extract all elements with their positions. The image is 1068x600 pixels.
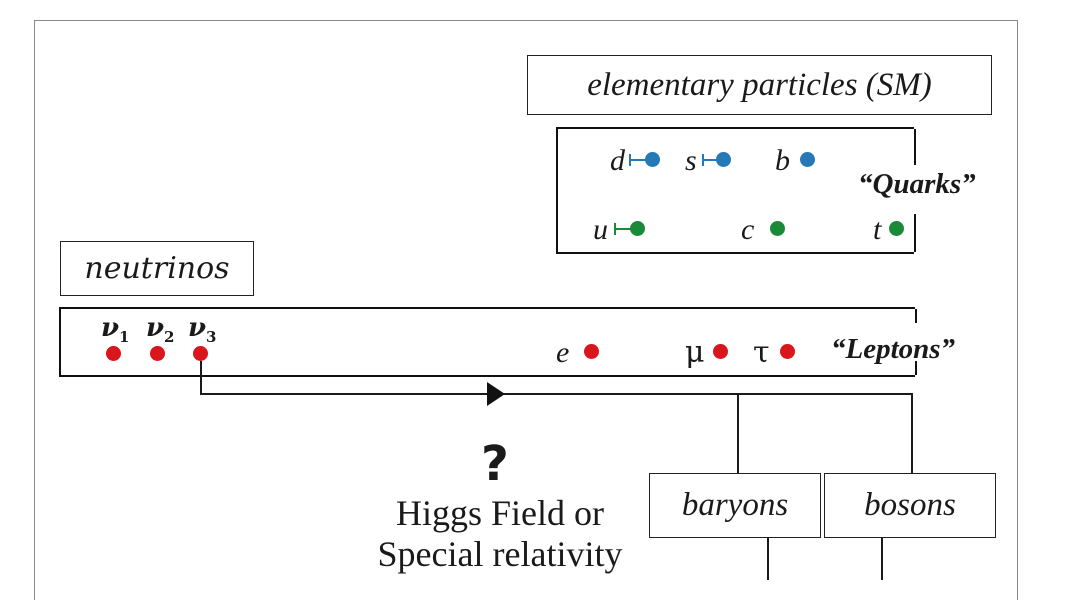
lepton-e-label: e xyxy=(556,336,570,369)
neutrino-2-subscript: 2 xyxy=(164,328,175,347)
connector-horizontal xyxy=(200,393,913,395)
arrow-right-icon xyxy=(487,382,505,406)
quark-d-tie xyxy=(629,154,647,166)
neutrino-2-dot xyxy=(150,346,165,361)
bosons-text: bosons xyxy=(864,487,956,523)
elementary-particles-text: elementary particles (SM) xyxy=(587,66,932,103)
neutrinos-label: neutrinos xyxy=(60,241,254,296)
neutrino-3-symbol: ν xyxy=(188,313,207,343)
neutrino-3-dot xyxy=(193,346,208,361)
neutrino-connector-vertical xyxy=(200,361,202,395)
quark-b-label: b xyxy=(775,144,790,177)
baryons-text: baryons xyxy=(681,487,789,523)
lepton-tau-dot xyxy=(780,344,795,359)
quarks-box xyxy=(556,127,916,254)
leptons-box xyxy=(59,307,917,377)
quark-t-label: t xyxy=(873,213,882,246)
higgs-caption-line2: Special relativity xyxy=(377,534,623,575)
quark-c-dot xyxy=(770,221,785,236)
quark-u-dot xyxy=(630,221,645,236)
neutrino-1-symbol: ν xyxy=(101,313,120,343)
quark-u-tie xyxy=(614,223,632,235)
quark-s-tie-cap xyxy=(702,154,704,166)
neutrino-2-symbol: ν xyxy=(146,313,165,343)
bosons-label: bosons xyxy=(824,473,996,538)
elementary-particles-label: elementary particles (SM) xyxy=(527,55,992,115)
neutrino-1-label: ν1 xyxy=(101,313,129,346)
baryons-connector xyxy=(737,393,739,473)
leptons-box-right-bottom xyxy=(914,361,917,375)
higgs-caption-line1: Higgs Field or xyxy=(395,493,604,533)
neutrinos-text: neutrinos xyxy=(84,251,230,286)
quark-d-label: d xyxy=(610,144,625,177)
lepton-mu-dot xyxy=(713,344,728,359)
quark-c-label: c xyxy=(741,213,755,246)
neutrino-1-subscript: 1 xyxy=(119,328,130,347)
neutrino-1-dot xyxy=(106,346,121,361)
lepton-tau-label: τ xyxy=(753,335,770,370)
neutrino-3-label: ν3 xyxy=(188,313,216,346)
quarks-box-right-top xyxy=(913,129,916,165)
bosons-connector xyxy=(911,393,913,473)
quark-d-tie-cap xyxy=(629,154,631,166)
question-mark: ? xyxy=(481,436,509,492)
quark-b-dot xyxy=(800,152,815,167)
diagram-frame xyxy=(34,20,1018,600)
neutrino-3-subscript: 3 xyxy=(206,328,217,347)
quark-s-label: s xyxy=(685,144,697,177)
quark-u-tie-cap xyxy=(614,223,616,235)
baryons-down-line xyxy=(767,538,769,580)
neutrino-2-label: ν2 xyxy=(146,313,174,346)
quark-d-dot xyxy=(645,152,660,167)
lepton-e-dot xyxy=(584,344,599,359)
quarks-box-right-bottom xyxy=(913,214,916,252)
quark-u-label: u xyxy=(593,213,608,246)
quark-t-dot xyxy=(889,221,904,236)
quark-s-dot xyxy=(716,152,731,167)
baryons-label: baryons xyxy=(649,473,821,538)
leptons-group-title: “Leptons” xyxy=(831,333,956,365)
lepton-mu-label: μ xyxy=(685,335,705,370)
quarks-group-title: “Quarks” xyxy=(858,168,976,200)
bosons-down-line xyxy=(881,538,883,580)
quark-s-tie xyxy=(702,154,718,166)
higgs-caption: Higgs Field or Special relativity xyxy=(352,493,648,576)
leptons-box-right-top xyxy=(914,309,917,323)
